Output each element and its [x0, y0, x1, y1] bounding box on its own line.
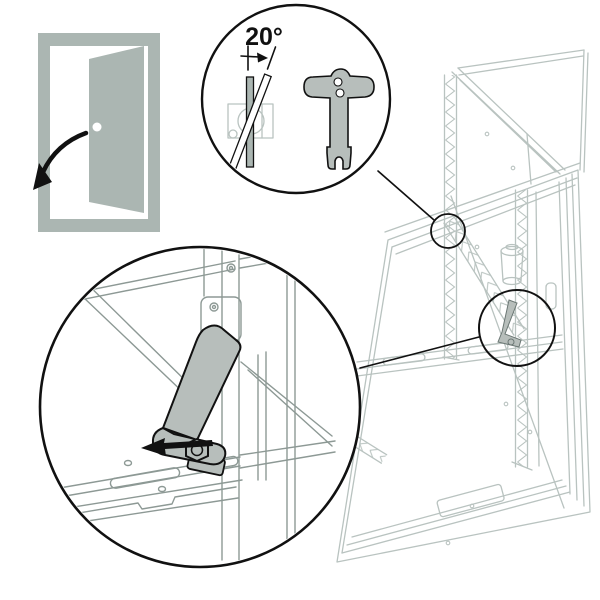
lattice-strip-left — [442, 74, 460, 361]
angle-indicator-icon — [240, 45, 277, 71]
drive-cylinder — [500, 243, 524, 286]
callout-circle-medium — [478, 289, 556, 367]
push-direction-arrow-icon — [141, 438, 213, 456]
frame-right-band — [558, 173, 585, 507]
connector-line-lever — [359, 336, 480, 369]
callout-circle-small — [430, 213, 466, 249]
bottom-bracket — [436, 483, 505, 518]
frame-top-outer-line — [384, 162, 581, 233]
screw-dots — [445, 131, 533, 546]
detail-circle-key-content: 20° — [227, 23, 375, 171]
frame-top-band — [391, 177, 578, 255]
key-hole-bottom — [335, 88, 345, 98]
adjustment-key-icon — [303, 68, 375, 170]
door-knob — [92, 122, 102, 132]
frame-left-inner — [341, 246, 393, 554]
lever-arm-icon — [151, 324, 242, 477]
detail-circle-key — [200, 3, 392, 195]
frame-bottom-band — [341, 479, 571, 554]
key-hole-top — [333, 77, 343, 87]
door-swing-arrow-icon — [33, 130, 89, 190]
lever-arm-small — [497, 299, 522, 348]
door-panel — [89, 46, 144, 213]
lever-arm — [161, 324, 242, 442]
angle-label: 20° — [245, 23, 283, 51]
connector-line-key — [377, 170, 435, 221]
door-open-icon — [33, 33, 160, 232]
detail-circle-lever — [38, 245, 362, 569]
